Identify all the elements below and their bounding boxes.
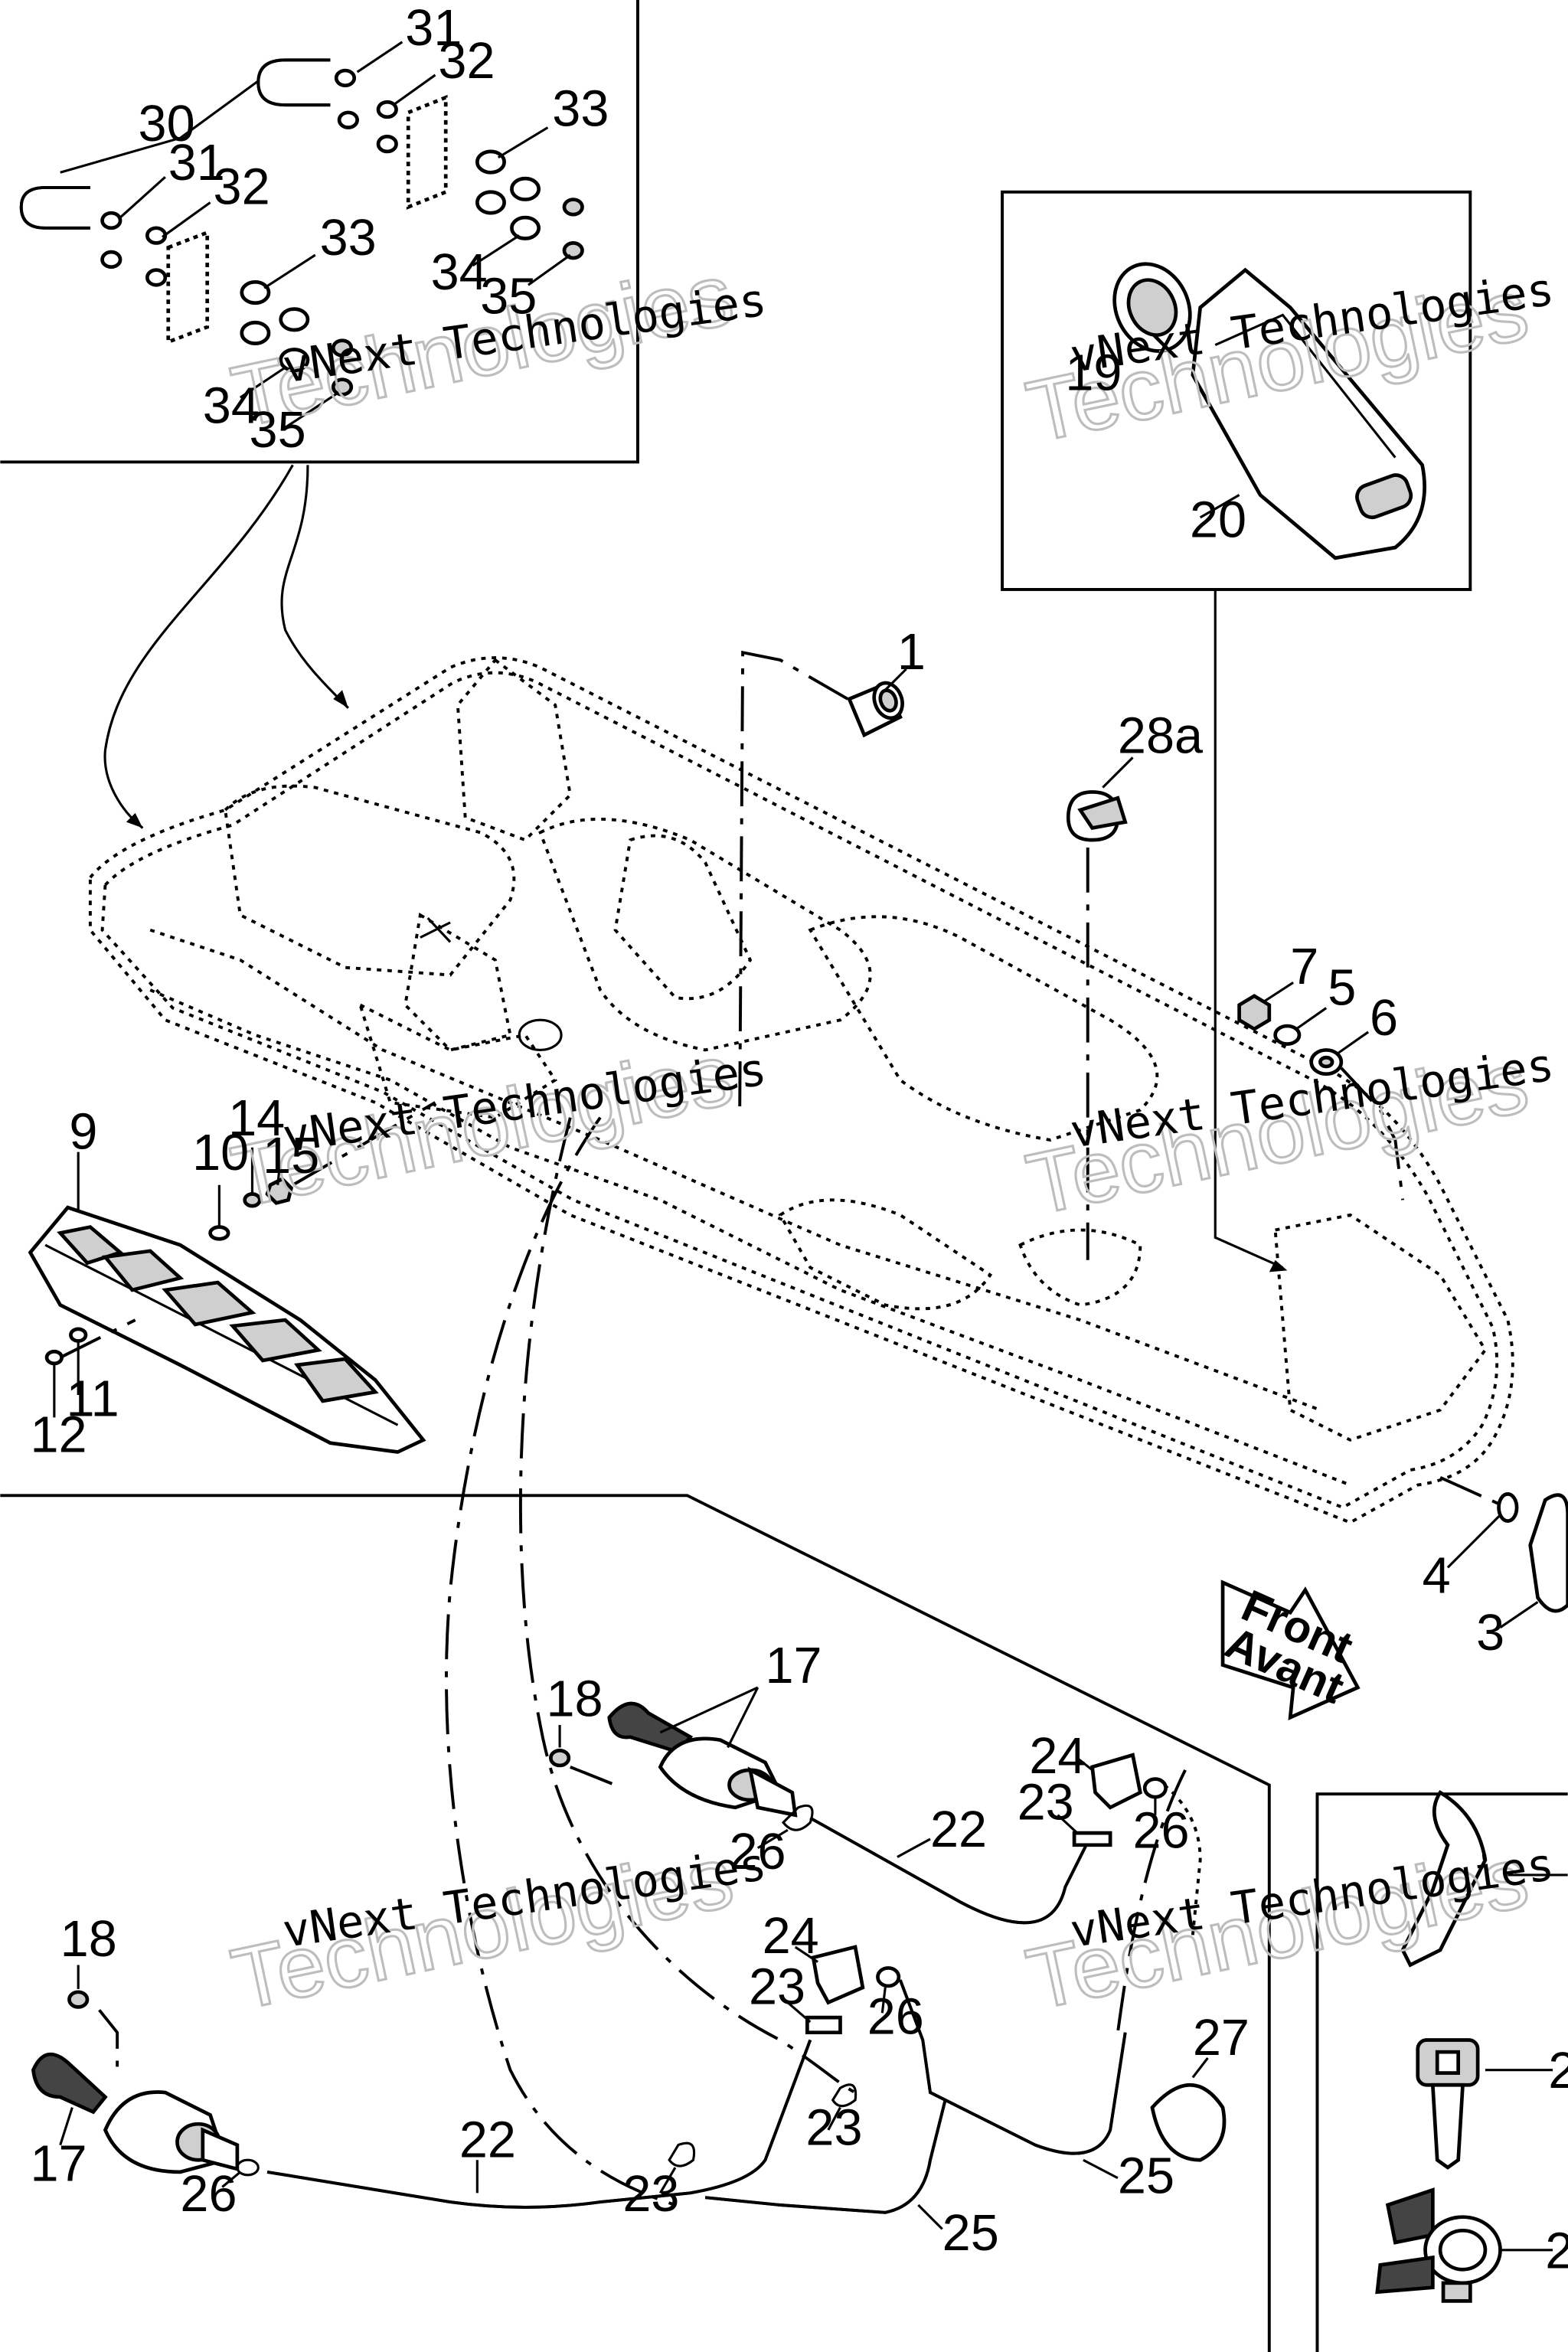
hull-body bbox=[88, 656, 1514, 1524]
callout-32: 32 bbox=[438, 33, 495, 90]
storage-bin-inset bbox=[1112, 262, 1426, 560]
callout-1: 1 bbox=[897, 624, 926, 681]
callout-23: 23 bbox=[1018, 1774, 1074, 1831]
callout-31: 31 bbox=[168, 135, 225, 191]
u-bolt-lower bbox=[19, 185, 90, 230]
callout-23: 23 bbox=[622, 2166, 679, 2223]
backing-plate-upper bbox=[406, 94, 448, 210]
callout-11: 11 bbox=[67, 1370, 119, 1427]
callout-33: 33 bbox=[552, 81, 609, 138]
reference-arrows bbox=[103, 464, 1288, 1272]
callout-14: 14 bbox=[228, 1090, 285, 1147]
callout-17: 17 bbox=[31, 2136, 87, 2193]
drain-assembly-upper bbox=[548, 1686, 1202, 1936]
callout-2: 2 bbox=[1548, 2043, 1568, 2099]
callout-labels: 31 32 33 30 31 32 33 34 35 34 35 19 20 1… bbox=[31, 0, 1568, 2279]
callout-30: 30 bbox=[139, 96, 195, 152]
callout-10: 10 bbox=[192, 1125, 249, 1181]
callout-19: 19 bbox=[1065, 345, 1122, 401]
callout-18: 18 bbox=[546, 1671, 603, 1727]
parts-3-4-front bbox=[1439, 1476, 1568, 1629]
callout-20: 20 bbox=[1190, 492, 1246, 548]
callout-34: 34 bbox=[203, 377, 260, 434]
callout-23: 23 bbox=[805, 2100, 862, 2157]
callout-33: 33 bbox=[320, 210, 377, 266]
watermark: Technologies vNext Technologies bbox=[1018, 1032, 1557, 1235]
callout-28: 28 bbox=[1545, 2223, 1568, 2279]
fastener-inset-right bbox=[1375, 1790, 1568, 2303]
part-9-side-step bbox=[28, 1101, 436, 1454]
watermark: Technologies vNext Technologies bbox=[1018, 1827, 1557, 2030]
callout-24: 24 bbox=[1029, 1728, 1086, 1785]
callout-26: 26 bbox=[729, 1824, 786, 1880]
callout-18: 18 bbox=[60, 1911, 117, 1968]
callout-6: 6 bbox=[1370, 990, 1398, 1047]
front-direction-arrow bbox=[1220, 1579, 1361, 1721]
part-28a-clamp bbox=[1066, 756, 1134, 1260]
callout-25: 25 bbox=[942, 2205, 999, 2262]
callout-9: 9 bbox=[69, 1104, 97, 1161]
callout-26: 26 bbox=[180, 2166, 237, 2223]
parts-5-6-7-hardware bbox=[1237, 981, 1405, 1200]
callout-5: 5 bbox=[1328, 960, 1356, 1017]
callout-26: 26 bbox=[1133, 1803, 1190, 1860]
callout-7: 7 bbox=[1290, 939, 1318, 995]
part-1-cap bbox=[738, 650, 907, 1110]
watermark: Technologies vNext Technologies bbox=[223, 1024, 769, 1227]
callout-3: 3 bbox=[1476, 1605, 1504, 1661]
callout-4: 4 bbox=[1423, 1548, 1451, 1605]
hose-routing-lines bbox=[445, 1116, 1187, 2207]
callout-12: 12 bbox=[31, 1406, 87, 1463]
callout-26: 26 bbox=[867, 1989, 924, 2046]
callout-35: 35 bbox=[480, 268, 537, 325]
tie-down-hardware-inset bbox=[19, 41, 584, 429]
callout-22: 22 bbox=[930, 1802, 987, 1858]
callout-32: 32 bbox=[214, 158, 270, 215]
backing-plate-lower bbox=[166, 230, 210, 345]
callout-23: 23 bbox=[749, 1958, 805, 2015]
callout-24: 24 bbox=[763, 1908, 819, 1965]
callout-31: 31 bbox=[405, 0, 462, 57]
callout-25: 25 bbox=[1118, 2148, 1174, 2204]
drain-assembly-lower bbox=[31, 1945, 1227, 2230]
callout-34: 34 bbox=[431, 244, 488, 301]
watermark: Technologies vNext Technologies bbox=[223, 1827, 769, 2030]
callout-35: 35 bbox=[250, 402, 306, 459]
callout-28a: 28a bbox=[1118, 708, 1204, 765]
callout-17: 17 bbox=[766, 1638, 822, 1694]
callout-27: 27 bbox=[1193, 2010, 1250, 2066]
callout-22: 22 bbox=[459, 2112, 516, 2168]
callout-15: 15 bbox=[263, 1128, 319, 1184]
u-bolt-upper bbox=[256, 58, 331, 107]
